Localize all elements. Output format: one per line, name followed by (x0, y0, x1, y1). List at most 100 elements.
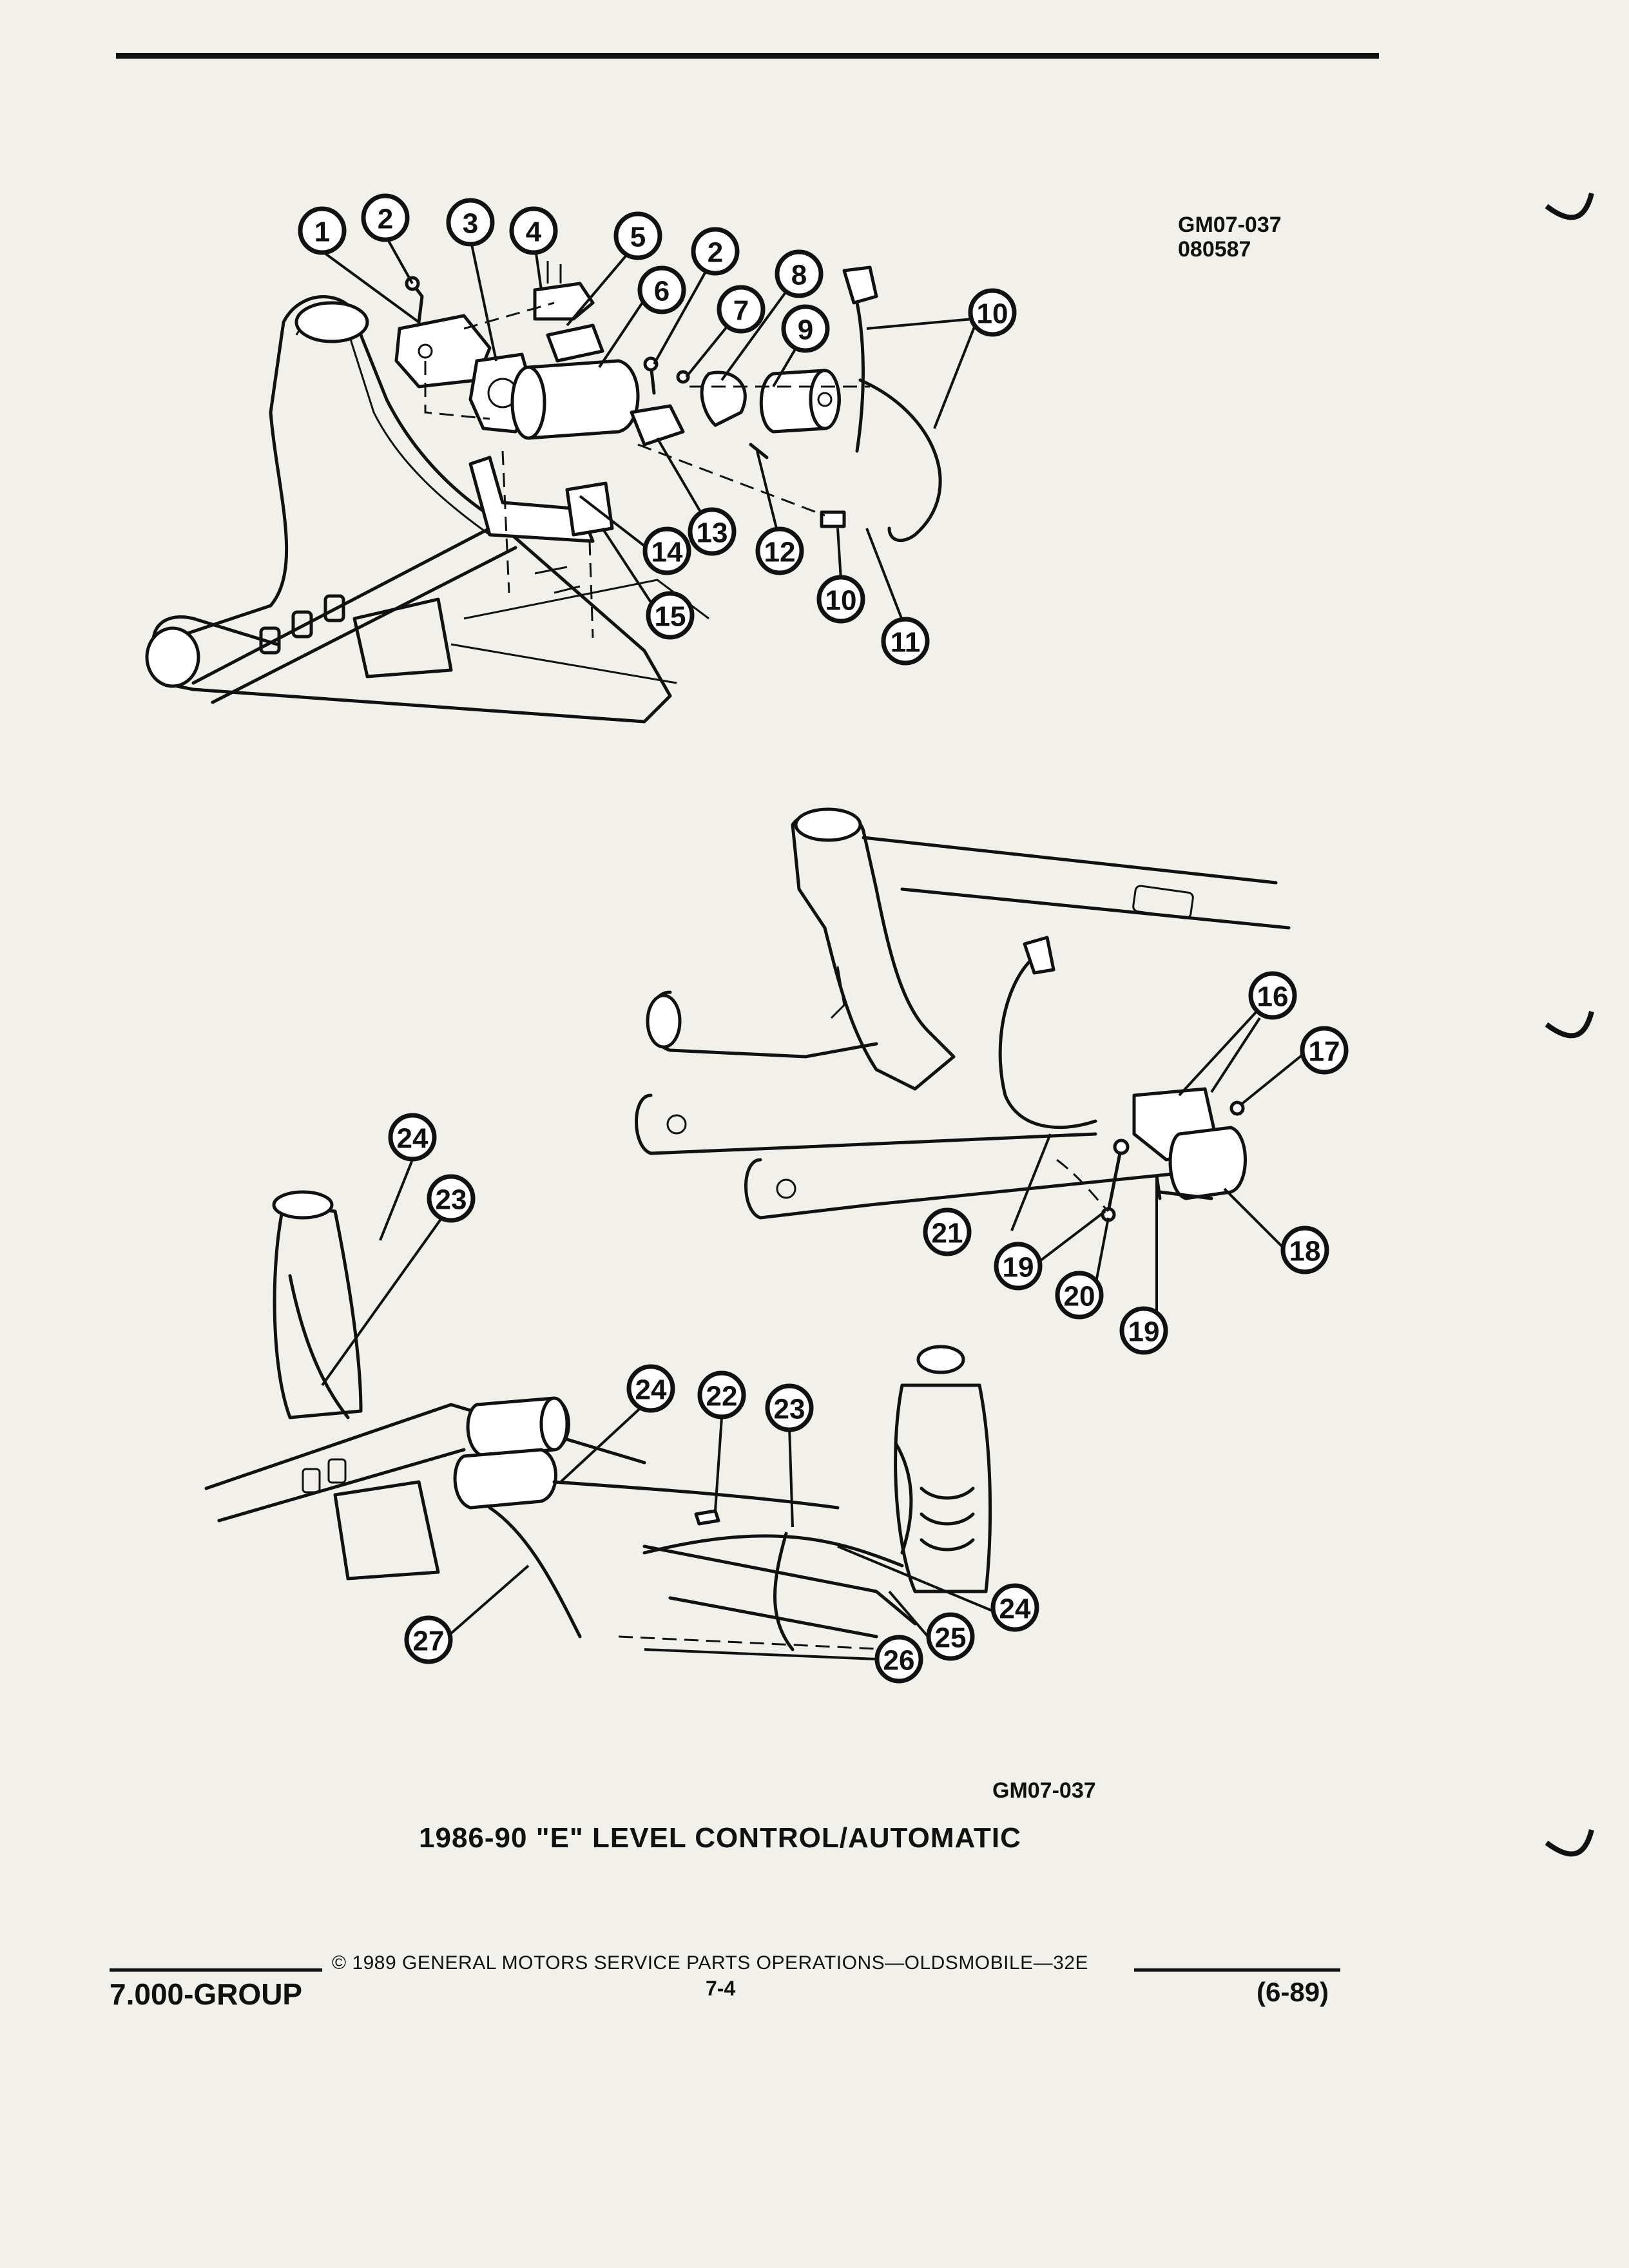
washer-7 (676, 370, 690, 384)
svg-text:25: 25 (935, 1622, 967, 1654)
callout-2b: 2 (691, 227, 740, 276)
frame-arm (191, 526, 517, 704)
footer-revision-date: (6-89) (1257, 1977, 1329, 2007)
assembly-line-1 (424, 361, 490, 420)
scan-mark-3 (1545, 1829, 1594, 1857)
svg-text:26: 26 (883, 1645, 915, 1677)
scan-mark-1 (1545, 192, 1594, 220)
callout-3: 3 (446, 198, 495, 247)
lower-compressor-end (539, 1396, 569, 1452)
callout-23a: 23 (427, 1174, 476, 1223)
arm-hole-1 (666, 1114, 687, 1135)
assembly-line-2 (501, 450, 510, 593)
svg-text:5: 5 (630, 222, 646, 253)
svg-text:24: 24 (397, 1123, 429, 1155)
upper-frame-rail (862, 836, 1291, 930)
frame-bushing (145, 626, 200, 688)
assembly-line-3 (588, 541, 594, 639)
air-line-27 (488, 1506, 582, 1639)
svg-text:8: 8 (791, 260, 807, 291)
link-end-top (1113, 1139, 1130, 1155)
top-assembly (145, 261, 942, 724)
air-line-25 (642, 1534, 904, 1568)
footer-copyright: © 1989 GENERAL MOTORS SERVICE PARTS OPER… (332, 1952, 1089, 1974)
shock-tower (791, 809, 956, 1091)
svg-text:23: 23 (436, 1184, 467, 1216)
svg-text:11: 11 (891, 627, 921, 658)
lower-slot-1 (302, 1468, 321, 1494)
callout-23b: 23 (765, 1383, 814, 1432)
right-air-line (894, 1441, 913, 1555)
dryer-end (809, 369, 841, 430)
link-dash (1056, 1158, 1110, 1213)
svg-text:20: 20 (1064, 1281, 1095, 1312)
clip-dash (618, 1635, 890, 1651)
motor-end-cap (510, 365, 546, 440)
air-line-24 (552, 1480, 840, 1510)
svg-text:19: 19 (1128, 1316, 1160, 1348)
upper-arm (649, 990, 878, 1059)
svg-text:15: 15 (655, 601, 686, 633)
dryer-port (817, 392, 833, 407)
arm-bushing (646, 994, 682, 1049)
connector-22 (694, 1509, 720, 1526)
svg-text:2: 2 (708, 237, 723, 269)
relay-terminals (546, 261, 562, 284)
callout-24a: 24 (388, 1113, 437, 1162)
callout-9: 9 (781, 304, 830, 353)
footer-group: 7.000-GROUP (110, 1977, 303, 2011)
callout-7: 7 (717, 285, 766, 334)
ref-code-line2: 080587 (1178, 237, 1251, 262)
figure-ref-code-top: GM07-037 080587 (1178, 213, 1282, 262)
callout-6: 6 (637, 265, 686, 314)
rail-slot (1132, 885, 1194, 919)
svg-text:18: 18 (1289, 1236, 1321, 1267)
frame-top-opening (294, 301, 369, 343)
footer-rule-right (1134, 1968, 1340, 1972)
svg-text:14: 14 (651, 537, 683, 568)
bottom-assembly (204, 1190, 992, 1651)
callout-27: 27 (404, 1615, 453, 1664)
screw-12 (749, 443, 769, 459)
svg-text:10: 10 (825, 585, 857, 617)
callout-16: 16 (1248, 971, 1297, 1020)
frame-slot-3 (323, 594, 345, 622)
relay (533, 282, 595, 321)
lower-arm (744, 1158, 1188, 1220)
svg-text:13: 13 (697, 517, 728, 549)
shock-bellows (920, 1486, 975, 1552)
svg-text:3: 3 (463, 208, 478, 240)
left-air-line (288, 1274, 350, 1419)
svg-text:24: 24 (635, 1374, 667, 1406)
figure-caption: 1986-90 "E" LEVEL CONTROL/AUTOMATIC (419, 1822, 1021, 1854)
air-line-23 (773, 1532, 795, 1651)
svg-text:23: 23 (774, 1394, 805, 1425)
svg-text:12: 12 (764, 537, 796, 568)
middle-assembly (635, 807, 1291, 1222)
sensor-harness (998, 958, 1097, 1129)
bolt-17 (1229, 1100, 1245, 1116)
screw-2b-head (643, 356, 659, 372)
frame-slot-1 (259, 626, 281, 655)
lower-slot-2 (327, 1458, 347, 1484)
connector (546, 323, 604, 363)
floor-slots (534, 566, 581, 594)
svg-text:2: 2 (378, 204, 393, 235)
callout-22: 22 (697, 1370, 746, 1419)
right-shock (894, 1383, 992, 1593)
callout-19a: 19 (994, 1242, 1043, 1291)
callout-2a: 2 (361, 193, 410, 242)
callout-20: 20 (1055, 1271, 1104, 1320)
footer-page-number: 7-4 (706, 1977, 736, 2000)
compressor-head (630, 404, 685, 447)
callout-13: 13 (688, 507, 737, 556)
air-line-loop (858, 378, 942, 543)
bracket-clamp (565, 481, 614, 537)
sensor-arm (1158, 1190, 1213, 1200)
assembly-line-5 (463, 302, 555, 330)
figure-ref-code-bottom: GM07-037 (992, 1778, 1096, 1803)
frame-slot-2 (291, 610, 313, 639)
axle-lines (642, 1544, 917, 1639)
svg-text:27: 27 (413, 1626, 445, 1657)
